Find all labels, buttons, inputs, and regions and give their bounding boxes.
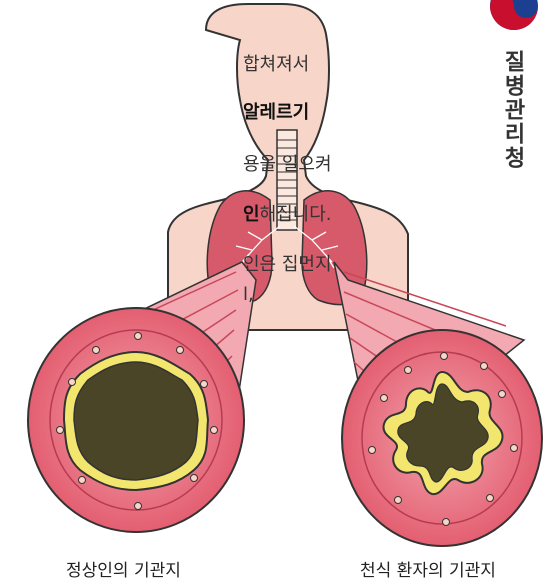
text-line-3: 용을 일으켜 (243, 150, 332, 176)
normal-airway-cross-section (28, 308, 244, 532)
asthma-airway-cross-section (342, 330, 542, 546)
text-line-5: 인은 집먼지 (243, 250, 332, 276)
government-emblem-icon (490, 0, 538, 30)
text-line-6: l, (243, 284, 254, 305)
asthma-airway-caption: 천식 환자의 기관지 (360, 556, 496, 581)
org-name: 질병관리청 (488, 50, 528, 170)
text-line-1: 합쳐져서 (243, 50, 309, 76)
text-line-2: 알레르기 (243, 98, 309, 124)
normal-airway-caption: 정상인의 기관지 (66, 556, 181, 581)
text-line-4: 인해집니다. (243, 200, 332, 226)
